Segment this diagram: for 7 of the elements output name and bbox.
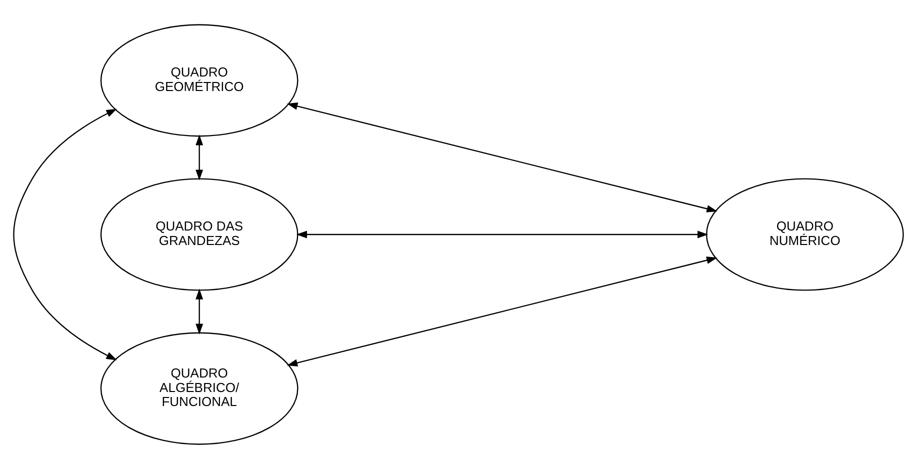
arrow: [286, 102, 718, 212]
node-ellipse: QUADRO DAS GRANDEZAS: [100, 178, 298, 290]
arrow: [286, 256, 718, 366]
arrow: [13, 108, 117, 360]
arrow: [196, 134, 204, 180]
arrow: [296, 230, 708, 238]
arrow: [196, 288, 204, 334]
